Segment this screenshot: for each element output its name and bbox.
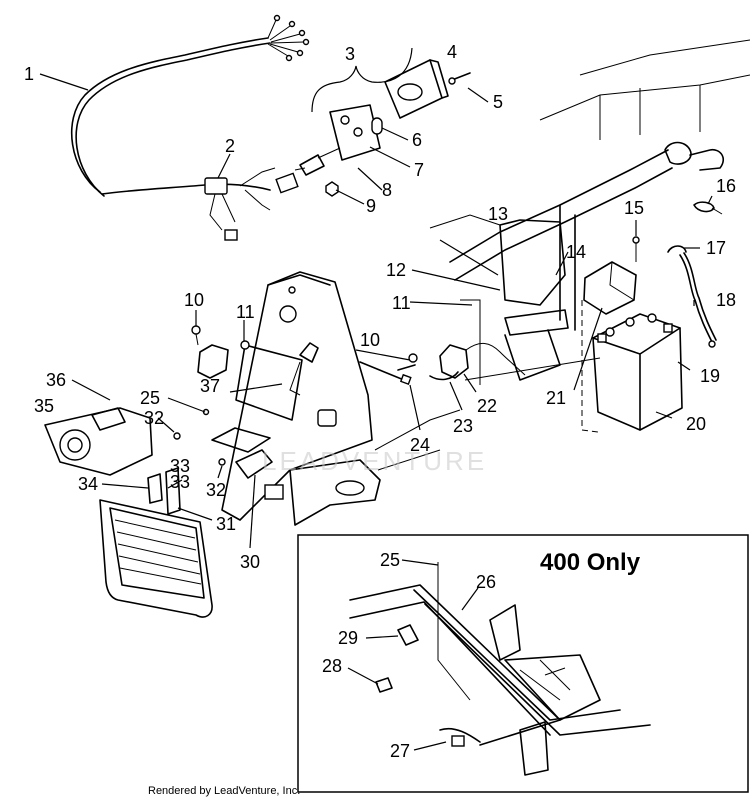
inset-panel — [297, 534, 749, 793]
battery-cable — [679, 254, 713, 343]
callout-2: 2 — [225, 136, 235, 156]
lower-frame — [289, 459, 381, 526]
callout-37: 37 — [200, 376, 220, 396]
callout-28: 28 — [322, 656, 342, 676]
callout-29: 29 — [338, 628, 358, 648]
callout-34: 34 — [78, 474, 98, 494]
taillight-assembly — [299, 47, 471, 197]
rendered-by-credit: Rendered by LeadVenture, Inc. — [148, 785, 300, 797]
callout-14: 14 — [566, 242, 586, 262]
frame-structure — [429, 39, 750, 385]
callout-7: 7 — [414, 160, 424, 180]
battery — [592, 313, 683, 431]
callout-11-right: 11 — [392, 293, 411, 313]
callout-36: 36 — [46, 370, 66, 390]
callout-25-inset: 25 — [380, 550, 400, 570]
ignition-housing — [44, 407, 153, 476]
callout-10-upper: 10 — [184, 290, 204, 310]
callout-35: 35 — [34, 396, 54, 416]
watermark: LEADVENTURE — [262, 446, 487, 476]
callout-12: 12 — [386, 260, 406, 280]
battery-pad — [583, 261, 637, 315]
callout-16: 16 — [716, 176, 736, 196]
inset-title: 400 Only — [540, 549, 641, 576]
callout-33-left: 33 — [170, 456, 190, 476]
callout-4: 4 — [447, 42, 457, 62]
wiring-harness — [70, 14, 310, 241]
callout-18: 18 — [716, 290, 736, 310]
callout-3: 3 — [345, 44, 355, 64]
rear-guard — [99, 499, 213, 618]
callout-25: 25 — [140, 388, 160, 408]
callout-23: 23 — [453, 416, 473, 436]
callout-13: 13 — [488, 204, 508, 224]
callout-1: 1 — [24, 64, 34, 84]
callout-8: 8 — [382, 180, 392, 200]
callout-11-left: 11 — [236, 302, 255, 322]
callout-33-right: 33 — [170, 472, 190, 492]
mounting-plate — [211, 271, 373, 521]
callout-20: 20 — [686, 414, 706, 434]
callout-27: 27 — [390, 741, 410, 761]
callout-19: 19 — [700, 366, 720, 386]
callout-10-lower: 10 — [360, 330, 380, 350]
callout-32-left: 32 — [144, 408, 164, 428]
callout-32-right: 32 — [206, 480, 226, 500]
callout-labels: 1 2 3 4 5 6 7 8 9 10 10 11 11 12 13 14 1… — [24, 42, 736, 761]
callout-22: 22 — [477, 396, 497, 416]
callout-6: 6 — [412, 130, 422, 150]
leader-lines — [39, 73, 713, 751]
callout-17: 17 — [706, 238, 726, 258]
callout-31: 31 — [216, 514, 236, 534]
callout-30: 30 — [240, 552, 260, 572]
callout-26: 26 — [476, 572, 496, 592]
callout-5: 5 — [493, 92, 503, 112]
callout-24: 24 — [410, 435, 430, 455]
callout-9: 9 — [366, 196, 376, 216]
callout-21: 21 — [546, 388, 566, 408]
callout-15: 15 — [624, 198, 644, 218]
starter-solenoid — [397, 343, 526, 381]
